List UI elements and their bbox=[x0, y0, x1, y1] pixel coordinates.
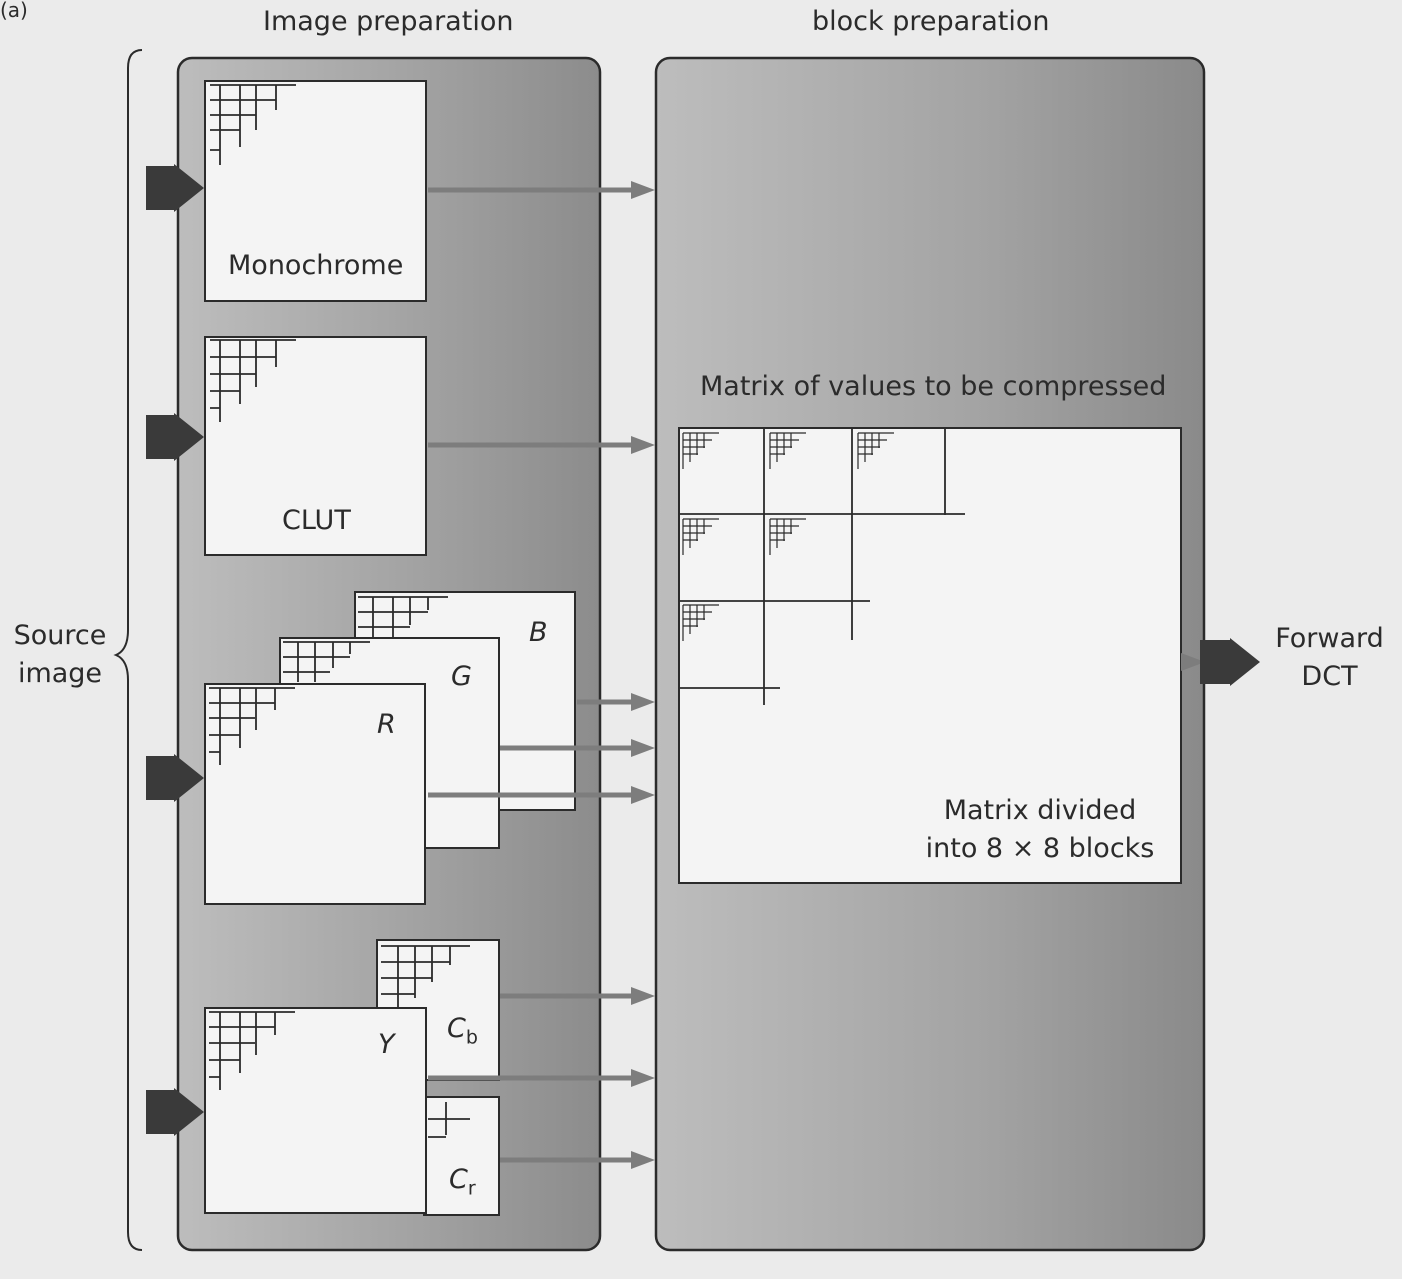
mini-block-grid bbox=[857, 432, 894, 469]
clut-label: CLUT bbox=[282, 505, 351, 536]
mini-block-grid bbox=[769, 432, 806, 469]
matrix-divided-line2: into 8 × 8 blocks bbox=[925, 833, 1155, 864]
cb-grid bbox=[381, 945, 470, 1008]
cr-label-base: C bbox=[449, 1164, 468, 1195]
corner-fragment: (a) bbox=[0, 0, 28, 22]
monochrome-label: Monochrome bbox=[228, 250, 404, 281]
input-arrow bbox=[1200, 638, 1260, 686]
connector-arrow-head bbox=[631, 987, 655, 1005]
cr-grid bbox=[428, 1102, 470, 1138]
connector-arrow-head bbox=[631, 786, 655, 804]
connector-arrow-head bbox=[631, 1151, 655, 1169]
connector-arrow-head bbox=[631, 739, 655, 757]
b-label: B bbox=[529, 617, 548, 648]
cr-label-subscript: r bbox=[467, 1177, 476, 1200]
dark-arrows bbox=[146, 164, 1260, 1136]
mini-block-grid bbox=[769, 518, 806, 555]
input-arrow bbox=[146, 1088, 204, 1136]
connector-arrow-head bbox=[631, 181, 655, 199]
forward-dct-line2: DCT bbox=[1301, 661, 1358, 692]
r-box bbox=[204, 683, 426, 905]
r-grid bbox=[209, 687, 295, 765]
monochrome-grid bbox=[210, 84, 296, 165]
connector-arrow-head bbox=[631, 1069, 655, 1087]
source-brace bbox=[113, 49, 143, 1251]
monochrome-box bbox=[204, 80, 427, 302]
source-image-label-line2: image bbox=[17, 658, 103, 689]
source-image-label-line1: Source bbox=[13, 620, 107, 651]
g-label: G bbox=[451, 661, 472, 692]
matrix-divided-line1: Matrix divided bbox=[943, 795, 1137, 826]
cr-label: Cr bbox=[449, 1166, 476, 1198]
mini-block-grid bbox=[682, 518, 719, 555]
image-preparation-title: Image preparation bbox=[263, 6, 514, 37]
connector-arrow-head bbox=[1181, 653, 1205, 671]
input-arrow bbox=[146, 413, 204, 461]
input-arrow bbox=[146, 754, 204, 802]
y-grid bbox=[209, 1011, 295, 1090]
mini-block-grid bbox=[682, 604, 719, 641]
block-preparation-title: block preparation bbox=[812, 6, 1050, 37]
input-arrow bbox=[146, 164, 204, 212]
g-grid bbox=[283, 641, 370, 682]
matrix-block-lines bbox=[679, 428, 965, 705]
cb-label-subscript: b bbox=[465, 1026, 478, 1049]
clut-grid bbox=[210, 339, 296, 422]
matrix-box bbox=[678, 427, 1182, 884]
cr-box bbox=[423, 1096, 500, 1216]
cb-label-base: C bbox=[447, 1013, 466, 1044]
b-grid bbox=[358, 596, 448, 637]
r-label: R bbox=[377, 709, 396, 740]
forward-dct-line1: Forward bbox=[1275, 623, 1384, 654]
connector-arrow-head bbox=[631, 436, 655, 454]
y-label: Y bbox=[378, 1029, 395, 1060]
cb-label: Cb bbox=[447, 1015, 478, 1047]
connector-arrow-head bbox=[631, 693, 655, 711]
gray-arrows bbox=[428, 181, 1205, 1169]
matrix-mini-grids bbox=[682, 432, 894, 641]
matrix-title: Matrix of values to be compressed bbox=[700, 371, 1167, 402]
mini-block-grid bbox=[682, 432, 719, 469]
